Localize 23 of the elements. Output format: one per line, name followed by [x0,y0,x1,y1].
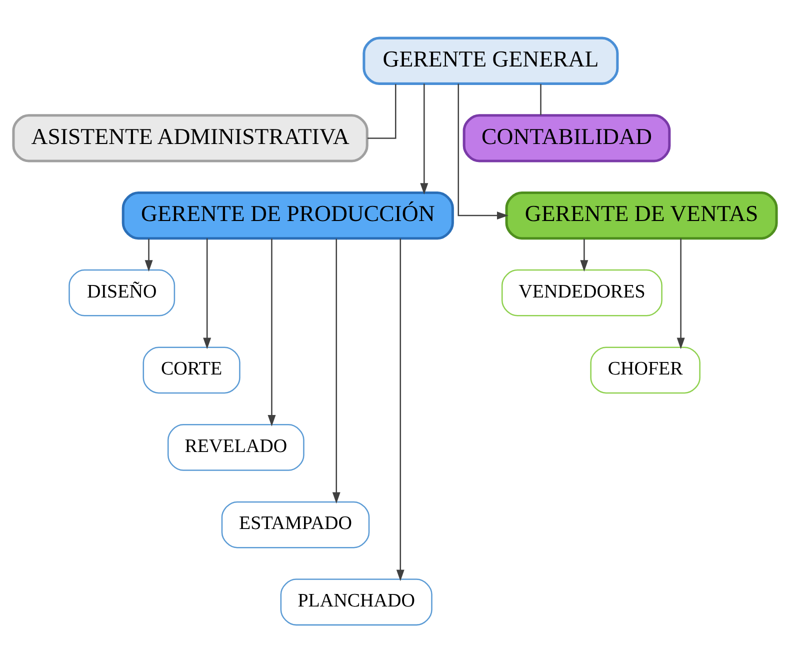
node-box: GERENTE DE PRODUCCIÓN [122,190,454,240]
arrow [420,83,428,194]
node-box: CHOFER [590,346,700,394]
node-box: VENDEDORES [501,268,662,316]
connector [540,84,542,115]
node-box: GERENTE GENERAL [362,36,619,84]
node-box: ESTAMPADO [221,500,370,548]
arrow [580,238,588,272]
node-box: DISEÑO [68,268,176,316]
node-box: PLANCHADO [280,578,432,626]
arrow [676,238,685,349]
node-box: CORTE [142,346,240,394]
arrow [203,238,212,349]
arrow [332,238,340,504]
connector [368,84,396,138]
node-box: CONTABILIDAD [462,114,671,162]
arrow [396,238,404,581]
node-box: ASISTENTE ADMINISTRATIVA [12,114,368,162]
arrow [458,83,508,220]
arrow [268,238,276,426]
node-box: REVELADO [167,424,304,470]
arrow [144,238,153,272]
node-box: GERENTE DE VENTAS [505,190,778,240]
